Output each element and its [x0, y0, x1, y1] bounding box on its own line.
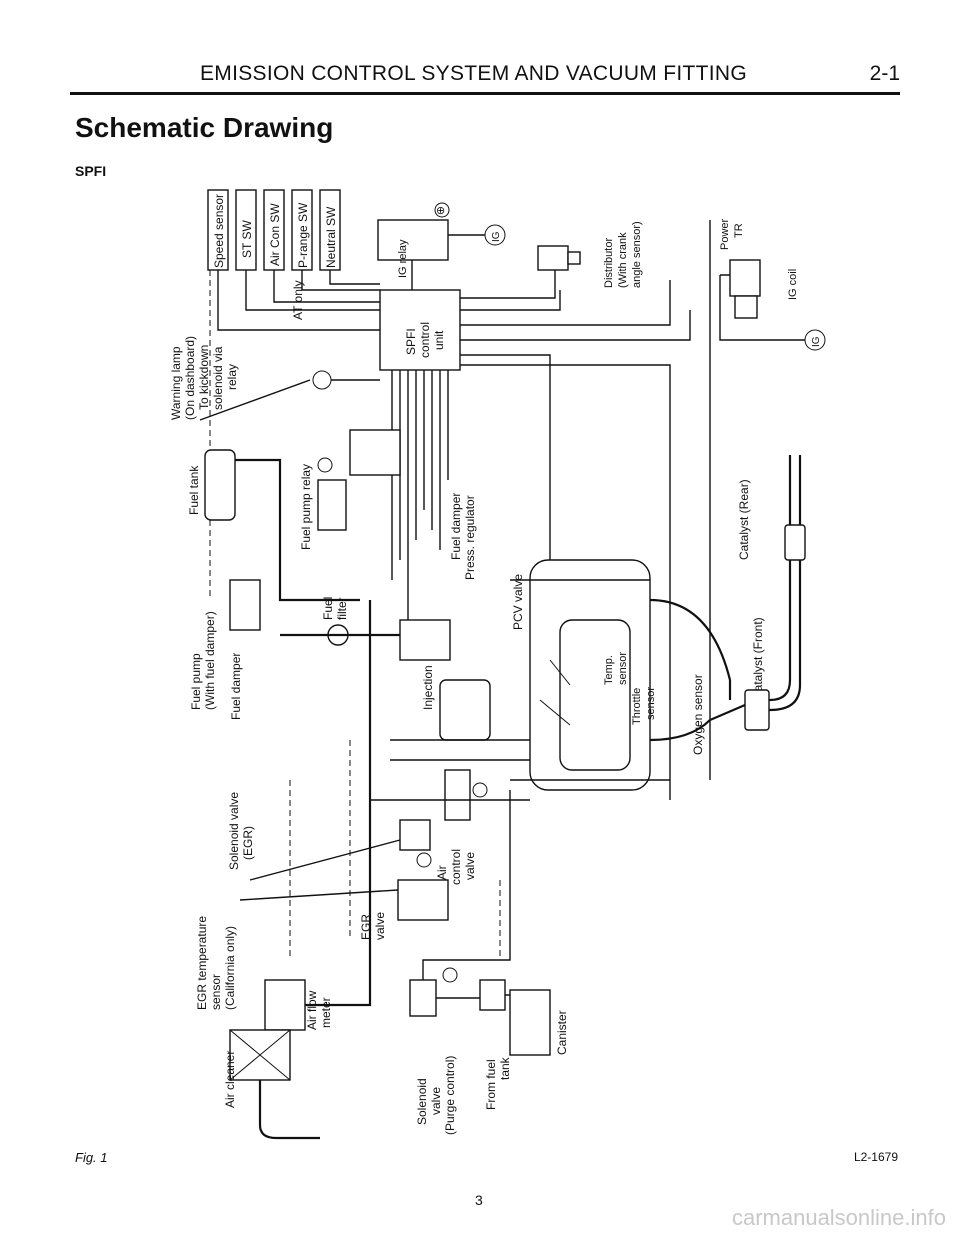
st-sw-label: ST SW: [240, 220, 254, 258]
schematic-svg: Speed sensor ST SW Air Con SW P-range SW…: [169, 189, 826, 1140]
svg-text:sensor: sensor: [617, 652, 629, 685]
svg-text:relay: relay: [225, 364, 239, 390]
press-regulator: Fuel damper Press. regulator: [449, 493, 477, 580]
svg-text:Air: Air: [435, 865, 449, 880]
svg-text:Press. regulator: Press. regulator: [463, 495, 477, 580]
figure-caption: Fig. 1: [75, 1150, 108, 1165]
svg-text:Air flow: Air flow: [305, 990, 319, 1030]
svg-text:Fuel tank: Fuel tank: [187, 465, 201, 515]
solenoid-valve-egr: Solenoid valve (EGR) Air control valve: [227, 769, 488, 885]
speed-sensor-label: Speed sensor: [212, 194, 226, 268]
svg-text:valve: valve: [373, 912, 387, 940]
catalyst-rear: Catalyst (Rear): [737, 455, 806, 712]
svg-text:From fuel: From fuel: [484, 1059, 498, 1110]
svg-text:Power: Power: [719, 218, 731, 250]
svg-text:Solenoid: Solenoid: [415, 1078, 429, 1125]
svg-text:Fuel pump: Fuel pump: [189, 653, 203, 710]
svg-text:Fuel: Fuel: [321, 597, 335, 620]
svg-text:valve: valve: [429, 1087, 443, 1115]
svg-text:(On dashboard): (On dashboard): [183, 336, 197, 420]
ig-relay: IG relay ⊕ IG: [377, 202, 506, 290]
at-only-label: AT only: [291, 280, 305, 320]
svg-text:tank: tank: [498, 1056, 512, 1080]
throttle-body: Injection Temp. sensor Throttle sensor: [399, 619, 657, 741]
air-con-sw-label: Air Con SW: [268, 203, 282, 266]
svg-text:Air cleaner: Air cleaner: [223, 1051, 237, 1108]
svg-text:sensor: sensor: [209, 974, 223, 1010]
section-title: Schematic Drawing: [75, 112, 334, 143]
switch-boxes: Speed sensor ST SW Air Con SW P-range SW…: [207, 189, 380, 600]
neutral-sw-label: Neutral SW: [324, 206, 338, 268]
distributor: Distributor (With crank angle sensor): [460, 221, 643, 299]
ig-terminal-label: IG: [491, 231, 502, 242]
svg-text:Solenoid valve: Solenoid valve: [227, 792, 241, 870]
svg-text:Temp.: Temp.: [603, 655, 615, 685]
canister: Solenoid valve (Purge control) From fuel…: [409, 790, 569, 1135]
svg-text:TR: TR: [733, 223, 745, 238]
header-section-number: 2-1: [869, 62, 900, 85]
svg-text:control: control: [449, 849, 463, 885]
catalyst-front: Oxygen sensor Catalyst (Front): [649, 617, 770, 755]
svg-text:Fuel damper: Fuel damper: [449, 493, 463, 560]
svg-text:(Purge control): (Purge control): [443, 1056, 457, 1135]
watermark: carmanualsonline.info: [731, 1205, 946, 1230]
spfi-control-unit: SPFI control unit: [379, 280, 691, 800]
svg-text:meter: meter: [319, 997, 333, 1028]
schematic-diagram: Speed sensor ST SW Air Con SW P-range SW…: [150, 180, 830, 1140]
page-number: 3: [475, 1192, 483, 1208]
svg-text:angle sensor): angle sensor): [631, 221, 643, 288]
figure-reference: L2-1679: [853, 1150, 898, 1164]
ig-coil: Power TR IG coil IG: [709, 218, 826, 780]
svg-text:EGR temperature: EGR temperature: [195, 916, 209, 1010]
air-cleaner: Air flow meter Air cleaner: [223, 600, 372, 1140]
svg-text:IG coil: IG coil: [787, 269, 799, 300]
svg-text:(EGR): (EGR): [241, 826, 255, 860]
svg-text:Throttle: Throttle: [631, 688, 643, 725]
svg-text:filter: filter: [335, 597, 349, 620]
svg-text:Warning lamp: Warning lamp: [169, 346, 183, 420]
svg-text:(California only): (California only): [223, 926, 237, 1010]
svg-text:⊕: ⊕: [436, 205, 445, 217]
svg-text:(With fuel damper): (With fuel damper): [203, 611, 217, 710]
subtitle: SPFI: [75, 163, 107, 179]
engine: [510, 559, 732, 791]
svg-text:sensor: sensor: [645, 687, 657, 720]
svg-text:Distributor: Distributor: [603, 238, 615, 288]
fuel-pump-relay: Fuel pump relay: [299, 429, 401, 550]
svg-text:PCV valve: PCV valve: [511, 574, 525, 630]
fuel-tank: Fuel tank: [187, 449, 360, 602]
svg-text:Injection: Injection: [421, 665, 435, 710]
svg-text:Canister: Canister: [555, 1010, 569, 1055]
svg-text:Catalyst (Rear): Catalyst (Rear): [737, 479, 751, 560]
ig-relay-label: IG relay: [397, 239, 409, 278]
svg-text:IG: IG: [811, 336, 822, 347]
svg-text:(With crank: (With crank: [617, 232, 629, 288]
page-header: EMISSION CONTROL SYSTEM AND VACUUM FITTI…: [70, 58, 900, 95]
svg-text:Oxygen sensor: Oxygen sensor: [691, 674, 705, 755]
svg-text:solenoid via: solenoid via: [211, 346, 225, 410]
svg-text:SPFI: SPFI: [404, 328, 418, 355]
header-title: EMISSION CONTROL SYSTEM AND VACUUM FITTI…: [200, 62, 747, 85]
fuel-pump: Fuel pump (With fuel damper) Fuel damper: [189, 579, 261, 720]
svg-text:To kickdown: To kickdown: [197, 345, 211, 410]
svg-text:Fuel pump relay: Fuel pump relay: [299, 464, 313, 550]
svg-text:unit: unit: [432, 330, 446, 350]
svg-text:valve: valve: [463, 852, 477, 880]
svg-text:Catalyst (Front): Catalyst (Front): [751, 617, 765, 700]
svg-text:Fuel damper: Fuel damper: [229, 653, 243, 720]
warning-lamp: Warning lamp (On dashboard) To kickdown …: [169, 336, 380, 421]
svg-text:control: control: [418, 322, 432, 358]
p-range-sw-label: P-range SW: [296, 202, 310, 268]
